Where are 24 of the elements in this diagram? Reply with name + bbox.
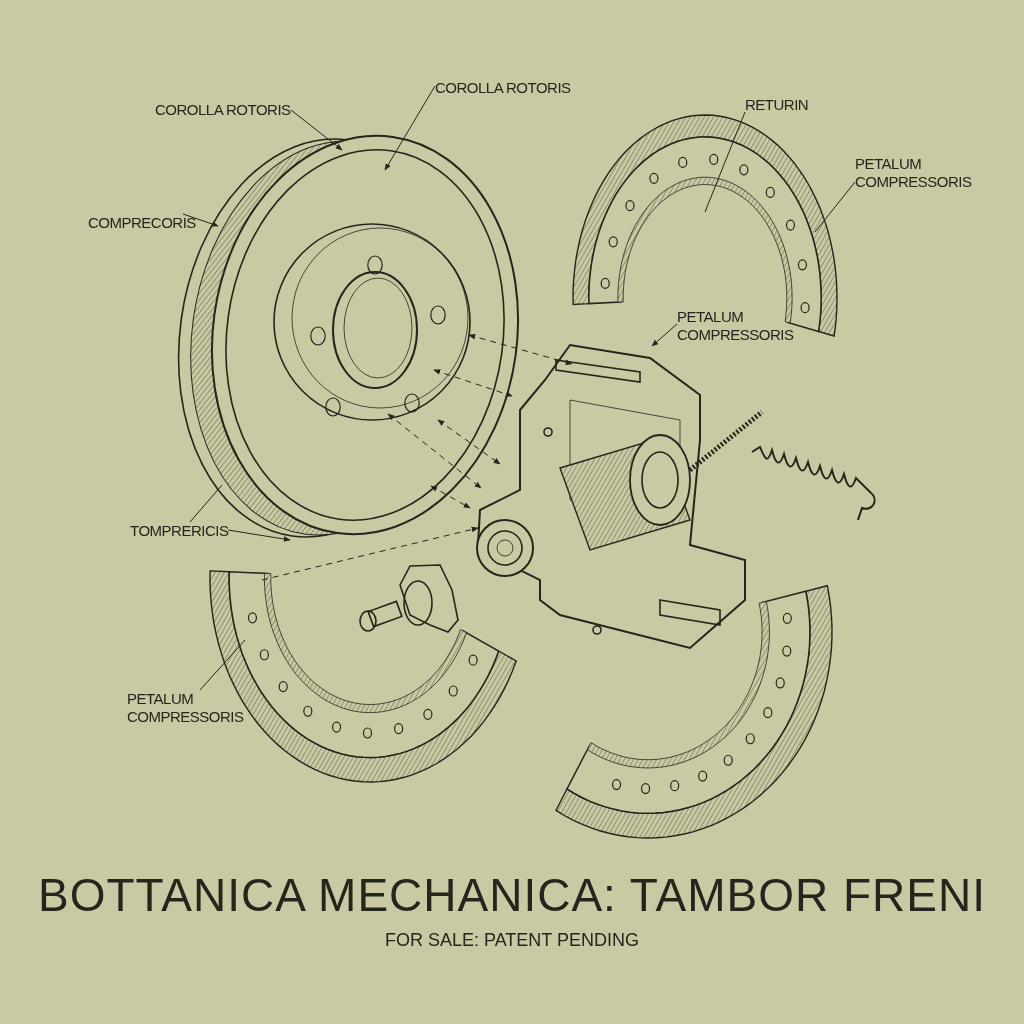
part-label: COROLLA ROTORIS [155, 101, 291, 119]
leader-line [182, 213, 219, 227]
leader-line [199, 639, 246, 691]
part-label: PETALUM COMPRESSORIS [127, 690, 244, 726]
diagram-title: BOTTANICA MECHANICA: TAMBOR FRENI [38, 868, 986, 922]
assembly-arrow [261, 526, 479, 581]
assembly-arrow [433, 369, 513, 397]
leader-line [704, 111, 746, 213]
diagram-caption: FOR SALE: PATENT PENDING [384, 930, 640, 951]
assembly-arrow [387, 413, 482, 489]
part-label: TOMPRERICIS [130, 522, 229, 540]
leader-line [290, 109, 343, 151]
leader-line [227, 529, 291, 542]
part-label: PETALUM COMPRESSORIS [677, 308, 794, 344]
leader-line [384, 85, 436, 171]
part-label: RETURIN [745, 96, 809, 114]
part-label: PETALUM COMPRESSORIS [855, 155, 972, 191]
leader-line [814, 181, 856, 233]
assembly-arrow [437, 419, 501, 465]
assembly-arrow [430, 485, 471, 509]
assembly-arrow [468, 334, 573, 365]
part-label: COROLLA ROTORIS [435, 79, 571, 97]
leader-line [651, 323, 678, 347]
part-label: COMPRECORIS [88, 214, 196, 232]
